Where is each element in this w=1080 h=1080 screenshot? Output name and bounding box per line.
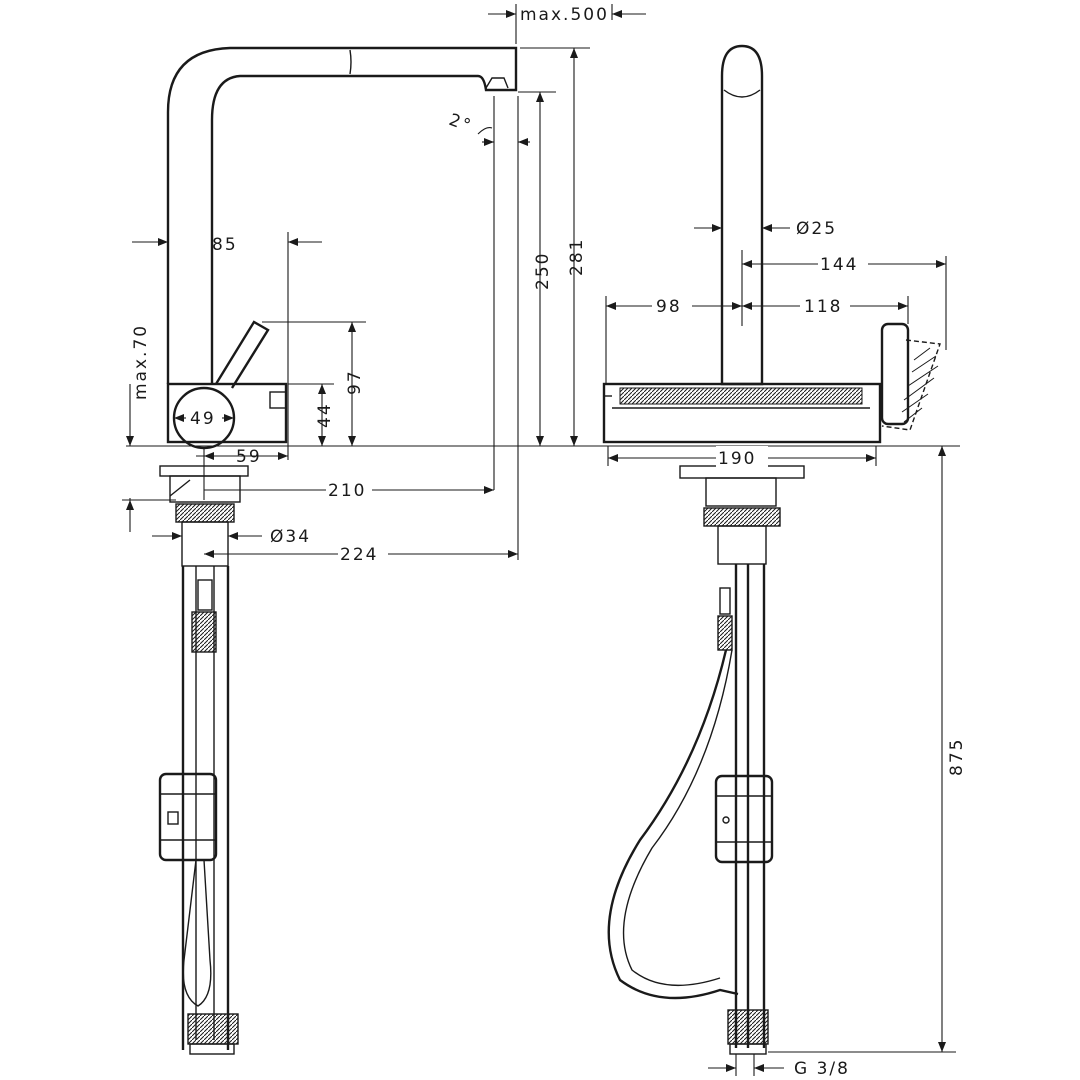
label-angle: 2° bbox=[446, 110, 475, 137]
front-connectors bbox=[727, 1009, 769, 1045]
side-dimensions: max.500 2° 250 281 85 max bbox=[122, 4, 646, 565]
label-97: 97 bbox=[345, 369, 365, 395]
hose-sleeve bbox=[197, 579, 213, 611]
front-hose-weight bbox=[714, 774, 774, 864]
shank bbox=[181, 521, 229, 567]
base-slope bbox=[169, 479, 191, 497]
spout-body bbox=[166, 46, 518, 384]
front-hose-coupling bbox=[717, 615, 733, 651]
hose-weight bbox=[158, 772, 218, 862]
label-210: 210 bbox=[328, 481, 366, 501]
spray-outlet bbox=[485, 77, 509, 89]
label-281: 281 bbox=[567, 238, 587, 276]
spray-head-joint bbox=[349, 49, 352, 75]
label-98: 98 bbox=[656, 297, 682, 317]
label-59: 59 bbox=[236, 447, 262, 467]
shelf-grid bbox=[619, 387, 863, 405]
label-144: 144 bbox=[820, 255, 858, 275]
label-max-500: max.500 bbox=[520, 5, 609, 25]
hose-loop bbox=[182, 859, 212, 1007]
front-hose-outer bbox=[607, 649, 739, 1000]
lever-handle bbox=[214, 320, 270, 389]
front-dimensions: Ø25 144 98 118 190 bbox=[605, 219, 967, 1079]
label-250: 250 bbox=[533, 252, 553, 290]
label-118: 118 bbox=[804, 297, 842, 317]
lever-alt-position bbox=[881, 339, 941, 431]
shelf-unit bbox=[602, 382, 882, 444]
front-lever bbox=[880, 322, 910, 426]
front-hose-inner bbox=[622, 649, 733, 987]
base-collar bbox=[169, 475, 241, 503]
pipe-connectors bbox=[187, 1013, 239, 1045]
front-view bbox=[602, 44, 941, 1055]
mixer-body bbox=[166, 382, 288, 444]
front-shank bbox=[717, 525, 767, 565]
front-fixing-nut bbox=[703, 507, 781, 527]
body-button bbox=[269, 391, 287, 409]
spout-column bbox=[720, 44, 764, 386]
label-g38: G 3/8 bbox=[794, 1059, 850, 1079]
label-224: 224 bbox=[340, 545, 378, 565]
label-875: 875 bbox=[947, 738, 967, 776]
label-190: 190 bbox=[718, 449, 756, 469]
label-d25: Ø25 bbox=[796, 219, 837, 239]
label-49: 49 bbox=[190, 409, 216, 429]
label-d34: Ø34 bbox=[270, 527, 311, 547]
side-view bbox=[126, 46, 960, 1055]
hose-coupling bbox=[191, 611, 217, 653]
label-max-70: max.70 bbox=[131, 324, 151, 400]
label-44: 44 bbox=[315, 402, 335, 428]
fixing-nut bbox=[175, 503, 235, 523]
label-85: 85 bbox=[212, 235, 238, 255]
front-collar bbox=[705, 477, 777, 507]
spout-top-curve bbox=[723, 89, 761, 98]
